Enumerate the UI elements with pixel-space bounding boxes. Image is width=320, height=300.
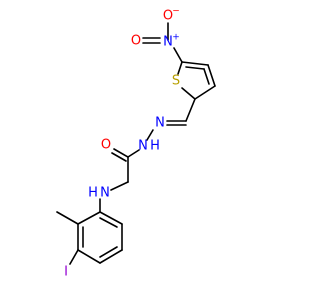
carbonyl-oxygen: O <box>101 138 111 153</box>
amide-hydrogen: H <box>150 139 160 154</box>
atom-labels: O − N + O S N N H O N H I <box>64 7 180 280</box>
bond-c3-c4 <box>207 64 216 87</box>
nitro-nitrogen: N <box>163 35 173 50</box>
bond-ch2-nh <box>110 181 129 191</box>
bond-c3-c4-inner <box>203 68 210 85</box>
bond-c4-c5 <box>181 61 209 66</box>
bond-ar-3-4 <box>77 249 101 264</box>
thiophene-sulfur: S <box>172 74 180 89</box>
hydrazone-nitrogen-1: N <box>155 116 165 131</box>
bond-c2-c3 <box>194 85 216 100</box>
bond-methyl <box>56 211 79 225</box>
bond-carbonyl-o-1 <box>113 148 129 158</box>
bond-c2-ch <box>185 98 196 122</box>
bond-carbonyl-o-2 <box>111 152 127 162</box>
bond-n2-carbonyl <box>127 149 140 158</box>
bond-c5-s <box>177 61 183 75</box>
bonds <box>56 22 216 265</box>
bond-s-c2 <box>181 87 196 100</box>
hydrazone-nitrogen-2: N <box>138 139 148 154</box>
bond-n-c5 <box>173 47 183 63</box>
bond-c-i <box>69 249 79 265</box>
bond-c4-c5-inner <box>185 66 205 70</box>
bond-ar-6-1-inner <box>99 217 118 228</box>
bond-ar-4-5 <box>99 249 123 264</box>
nitro-oxygen-top: O <box>163 9 173 24</box>
bond-ar-4-5-inner <box>99 246 118 258</box>
nitro-oxygen-charge: − <box>172 7 180 17</box>
nitro-oxygen-left: O <box>131 34 141 49</box>
bond-ar-1-2 <box>77 211 101 225</box>
structure-svg: O − N + O S N N H O N H I <box>56 7 216 280</box>
iodine-atom: I <box>64 265 68 280</box>
molecule-diagram: O − N + O S N N H O N H I <box>56 6 216 280</box>
amine-hydrogen: H <box>88 186 98 201</box>
bond-ar-6-1 <box>99 211 123 225</box>
nitro-nitrogen-charge: + <box>172 33 180 43</box>
bond-n1-n2 <box>146 129 154 141</box>
amine-nitrogen: N <box>100 186 110 201</box>
